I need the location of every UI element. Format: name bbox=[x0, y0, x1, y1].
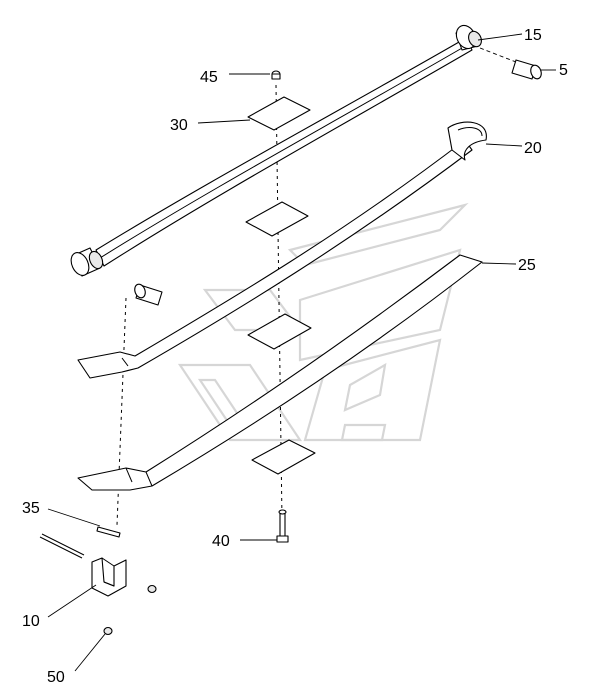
bottom-nut bbox=[103, 626, 113, 636]
main-leaf-spring bbox=[70, 24, 482, 277]
third-leaf bbox=[77, 254, 483, 491]
top-nut bbox=[271, 70, 281, 80]
spacer-plate-lower bbox=[247, 313, 312, 350]
callout-5: 5 bbox=[559, 62, 568, 79]
spacer-plate-bottom bbox=[251, 439, 316, 475]
second-leaf bbox=[77, 121, 487, 379]
leader-lines bbox=[47, 33, 556, 672]
callout-10: 10 bbox=[22, 613, 40, 630]
rebound-clip bbox=[39, 533, 127, 597]
alignment-pin bbox=[96, 526, 121, 538]
clip-nut bbox=[147, 584, 157, 594]
bushing-front bbox=[511, 59, 542, 80]
callout-20: 20 bbox=[524, 140, 542, 157]
callout-45: 45 bbox=[200, 69, 218, 86]
center-bolt bbox=[276, 509, 289, 543]
callout-15: 15 bbox=[524, 27, 542, 44]
callout-35: 35 bbox=[22, 500, 40, 517]
bushing-rear bbox=[134, 283, 163, 306]
callout-40: 40 bbox=[212, 533, 230, 550]
callout-50: 50 bbox=[47, 669, 65, 686]
callout-30: 30 bbox=[170, 117, 188, 134]
callout-25: 25 bbox=[518, 257, 536, 274]
spacer-plate-top bbox=[247, 96, 311, 131]
spacer-plate-middle bbox=[245, 201, 309, 237]
